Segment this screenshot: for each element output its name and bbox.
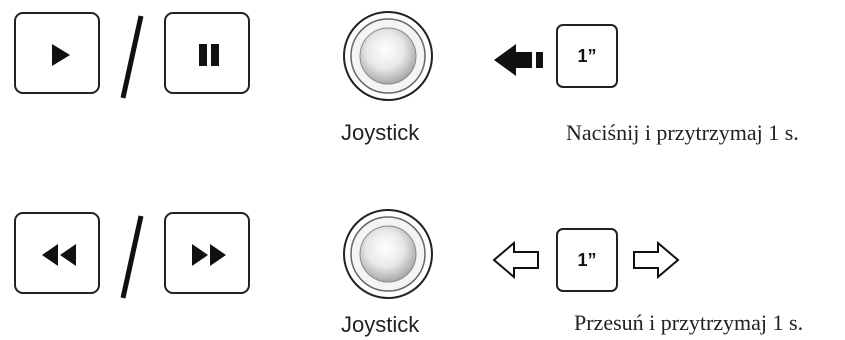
joystick-icon[interactable]	[338, 6, 438, 106]
play-button[interactable]	[14, 12, 100, 94]
rewind-icon	[42, 244, 76, 266]
slide-duration-box: 1”	[556, 228, 618, 292]
pause-button[interactable]	[164, 12, 250, 94]
fast-forward-icon	[192, 244, 226, 266]
pause-icon	[199, 44, 219, 66]
slide-hold-caption: Przesuń i przytrzymaj 1 s.	[574, 310, 804, 335]
slash-divider	[120, 215, 144, 299]
right-outline-arrow-icon	[633, 240, 680, 280]
rewind-button[interactable]	[14, 212, 100, 294]
left-filled-arrow-icon	[494, 44, 543, 76]
fast-forward-button[interactable]	[164, 212, 250, 294]
joystick-label: Joystick	[341, 312, 420, 337]
hold-duration-box: 1”	[556, 24, 618, 88]
slash-divider	[120, 15, 144, 99]
play-icon	[52, 44, 70, 66]
joystick-icon[interactable]	[338, 204, 438, 304]
row-slide-hold: Joystick 1” Przesuń i przytrzymaj 1 s.	[0, 170, 845, 340]
left-outline-arrow-icon	[492, 240, 539, 280]
press-hold-caption: Naciśnij i przytrzymaj 1 s.	[566, 120, 799, 145]
joystick-label: Joystick	[341, 120, 420, 145]
row-press-hold: Joystick 1” Naciśnij i przytrzymaj 1 s.	[14, 6, 799, 145]
